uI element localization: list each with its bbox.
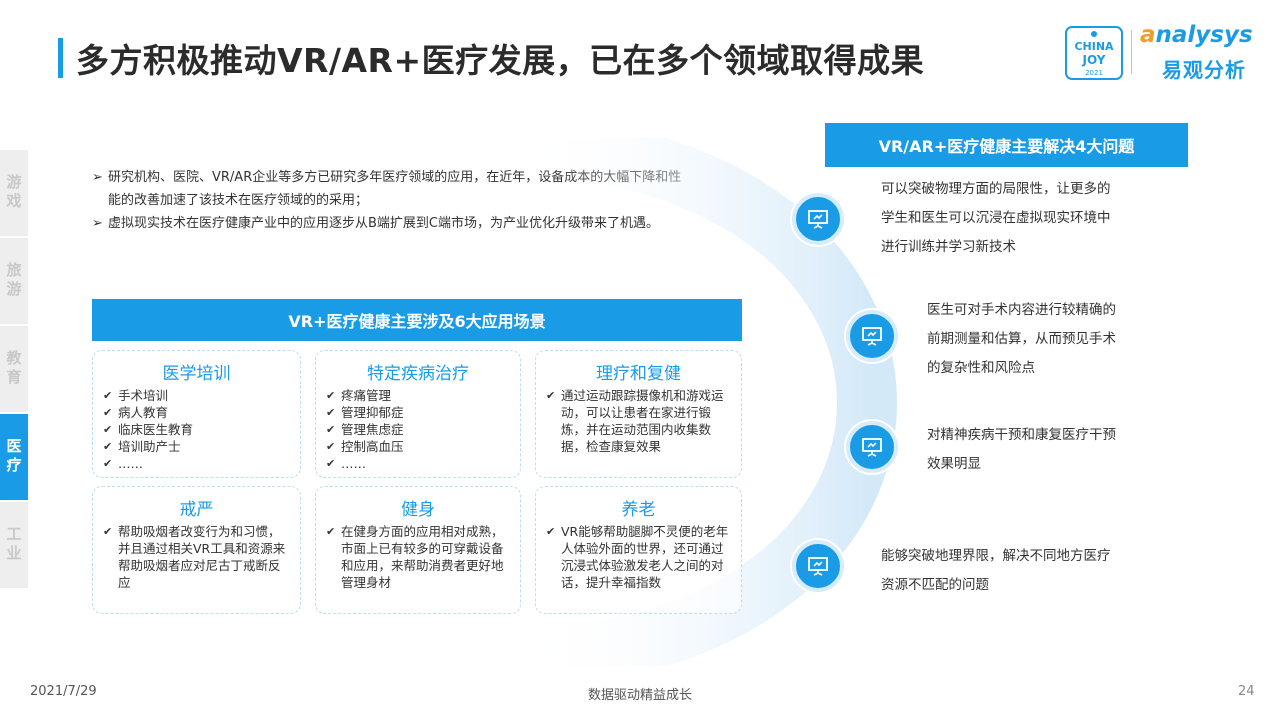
scene-title: 特定疾病治疗 [367,364,469,384]
list-item: ✔病人教育 [103,405,169,420]
presentation-icon [846,421,898,473]
presentation-icon [846,310,898,362]
check-icon: ✔ [103,440,113,453]
check-icon: ✔ [326,406,336,419]
side-nav-tab[interactable]: 医疗 [0,414,28,500]
presentation-icon [792,540,844,592]
side-nav-tab-label: 医疗 [4,438,23,476]
intro-bullet: ➢虚拟现实技术在医疗健康产业中的应用逐步从B端扩展到C端市场，为产业优化升级带来… [92,212,692,235]
scene-title: 戒严 [179,500,214,520]
page-number: 24 [1238,684,1255,699]
scenes-header: VR+医疗健康主要涉及6大应用场景 [92,299,742,341]
analysys-logo-cn: 易观分析 [1162,58,1246,82]
list-item: ✔通过运动跟踪摄像机和游戏运动，可以让患者在家进行锻炼，并在运动范围内收集数据，… [546,388,724,454]
side-nav-tab[interactable]: 游戏 [0,150,28,236]
problem-text-1: 可以突破物理方面的局限性，让更多的 学生和医生可以沉浸在虚拟现实环境中 进行训练… [881,181,1111,255]
check-icon: ✔ [103,457,113,470]
check-icon: ✔ [103,423,113,436]
check-icon: ✔ [326,440,336,453]
check-icon: ✔ [326,389,336,402]
problems-header: VR/AR+医疗健康主要解决4大问题 [825,123,1188,167]
scene-title: 养老 [621,500,656,520]
scene-title: 健身 [401,500,435,520]
analysys-logo-word: nalysys [1155,22,1253,48]
scene-card-smoking: 戒严 ✔帮助吸烟者改变行为和习惯，并且通过相关VR工具和资源来帮助吸烟者应对尼古… [92,486,301,614]
list-item: ✔临床医生教育 [103,422,194,437]
side-nav: 游戏旅游教育医疗工业 [0,150,28,590]
problem-text-4: 能够突破地理界限，解决不同地方医疗 资源不匹配的问题 [881,548,1111,593]
list-item: ✔在健身方面的应用相对成熟，市面上已有较多的可穿戴设备和应用，来帮助消费者更好地… [326,524,504,590]
analysys-logo: analysys 易观分析 [1140,22,1265,82]
check-icon: ✔ [326,525,336,538]
chinajoy-top-text: CHINA [1074,40,1114,53]
check-icon: ✔ [326,423,336,436]
chinajoy-logo: CHINA JOY 2021 [1065,26,1123,80]
page-title: 多方积极推动VR/AR+医疗发展，已在多个领域取得成果 [76,41,925,80]
scene-card-fitness: 健身 ✔在健身方面的应用相对成熟，市面上已有较多的可穿戴设备和应用，来帮助消费者… [315,486,521,614]
side-nav-tab-label: 游戏 [4,174,23,212]
check-icon: ✔ [546,389,556,402]
footer-date: 2021/7/29 [30,684,97,699]
arrow-bullet-icon: ➢ [92,216,103,231]
arrow-bullet-icon: ➢ [92,170,103,185]
side-nav-tab[interactable]: 工业 [0,502,28,588]
title-accent-bar [58,38,63,78]
problem-text-3: 对精神疾病干预和康复医疗干预 效果明显 [927,427,1116,472]
scene-title: 理疗和复健 [596,364,681,384]
check-icon: ✔ [546,525,556,538]
side-nav-tab[interactable]: 教育 [0,326,28,412]
check-icon: ✔ [103,406,113,419]
list-item: ✔管理焦虑症 [326,422,404,437]
scene-card-disease-treatment: 特定疾病治疗 ✔疼痛管理 ✔管理抑郁症 ✔管理焦虑症 ✔控制高血压 ✔…… [315,350,521,478]
logo-divider [1131,30,1132,74]
list-item: ✔手术培训 [103,388,169,403]
analysys-logo-o: a [1140,22,1156,48]
problem-text-2: 医生可对手术内容进行较精确的 前期测量和估算，从而预见手术 的复杂性和风险点 [927,302,1116,376]
chinajoy-bottom-text: JOY [1082,53,1106,67]
side-nav-tab[interactable]: 旅游 [0,238,28,324]
scene-card-elderly: 养老 ✔VR能够帮助腿脚不灵便的老年人体验外面的世界，还可通过沉浸式体验激发老人… [535,486,742,614]
list-item: ✔…… [326,456,366,471]
presentation-icon [792,193,844,245]
list-item: ✔VR能够帮助腿脚不灵便的老年人体验外面的世界，还可通过沉浸式体验激发老人之间的… [546,524,729,590]
list-item: ✔培训助产士 [103,439,181,454]
check-icon: ✔ [103,525,113,538]
side-nav-tab-label: 旅游 [4,262,23,300]
side-nav-tab-label: 工业 [4,526,23,564]
check-icon: ✔ [103,389,113,402]
list-item: ✔帮助吸烟者改变行为和习惯，并且通过相关VR工具和资源来帮助吸烟者应对尼古丁戒断… [103,524,286,590]
scene-card-medical-training: 医学培训 ✔手术培训 ✔病人教育 ✔临床医生教育 ✔培训助产士 ✔…… [92,350,301,478]
list-item: ✔…… [103,456,143,471]
scene-title: 医学培训 [162,364,231,384]
list-item: ✔管理抑郁症 [326,405,404,420]
chinajoy-year-text: 2021 [1085,69,1103,77]
scene-card-rehab: 理疗和复健 ✔通过运动跟踪摄像机和游戏运动，可以让患者在家进行锻炼，并在运动范围… [535,350,742,478]
list-item: ✔控制高血压 [326,439,404,454]
footer-slogan: 数据驱动精益成长 [587,688,692,703]
list-item: ✔疼痛管理 [326,388,392,403]
decorative-arc [520,138,897,666]
check-icon: ✔ [326,457,336,470]
side-nav-tab-label: 教育 [4,350,23,388]
